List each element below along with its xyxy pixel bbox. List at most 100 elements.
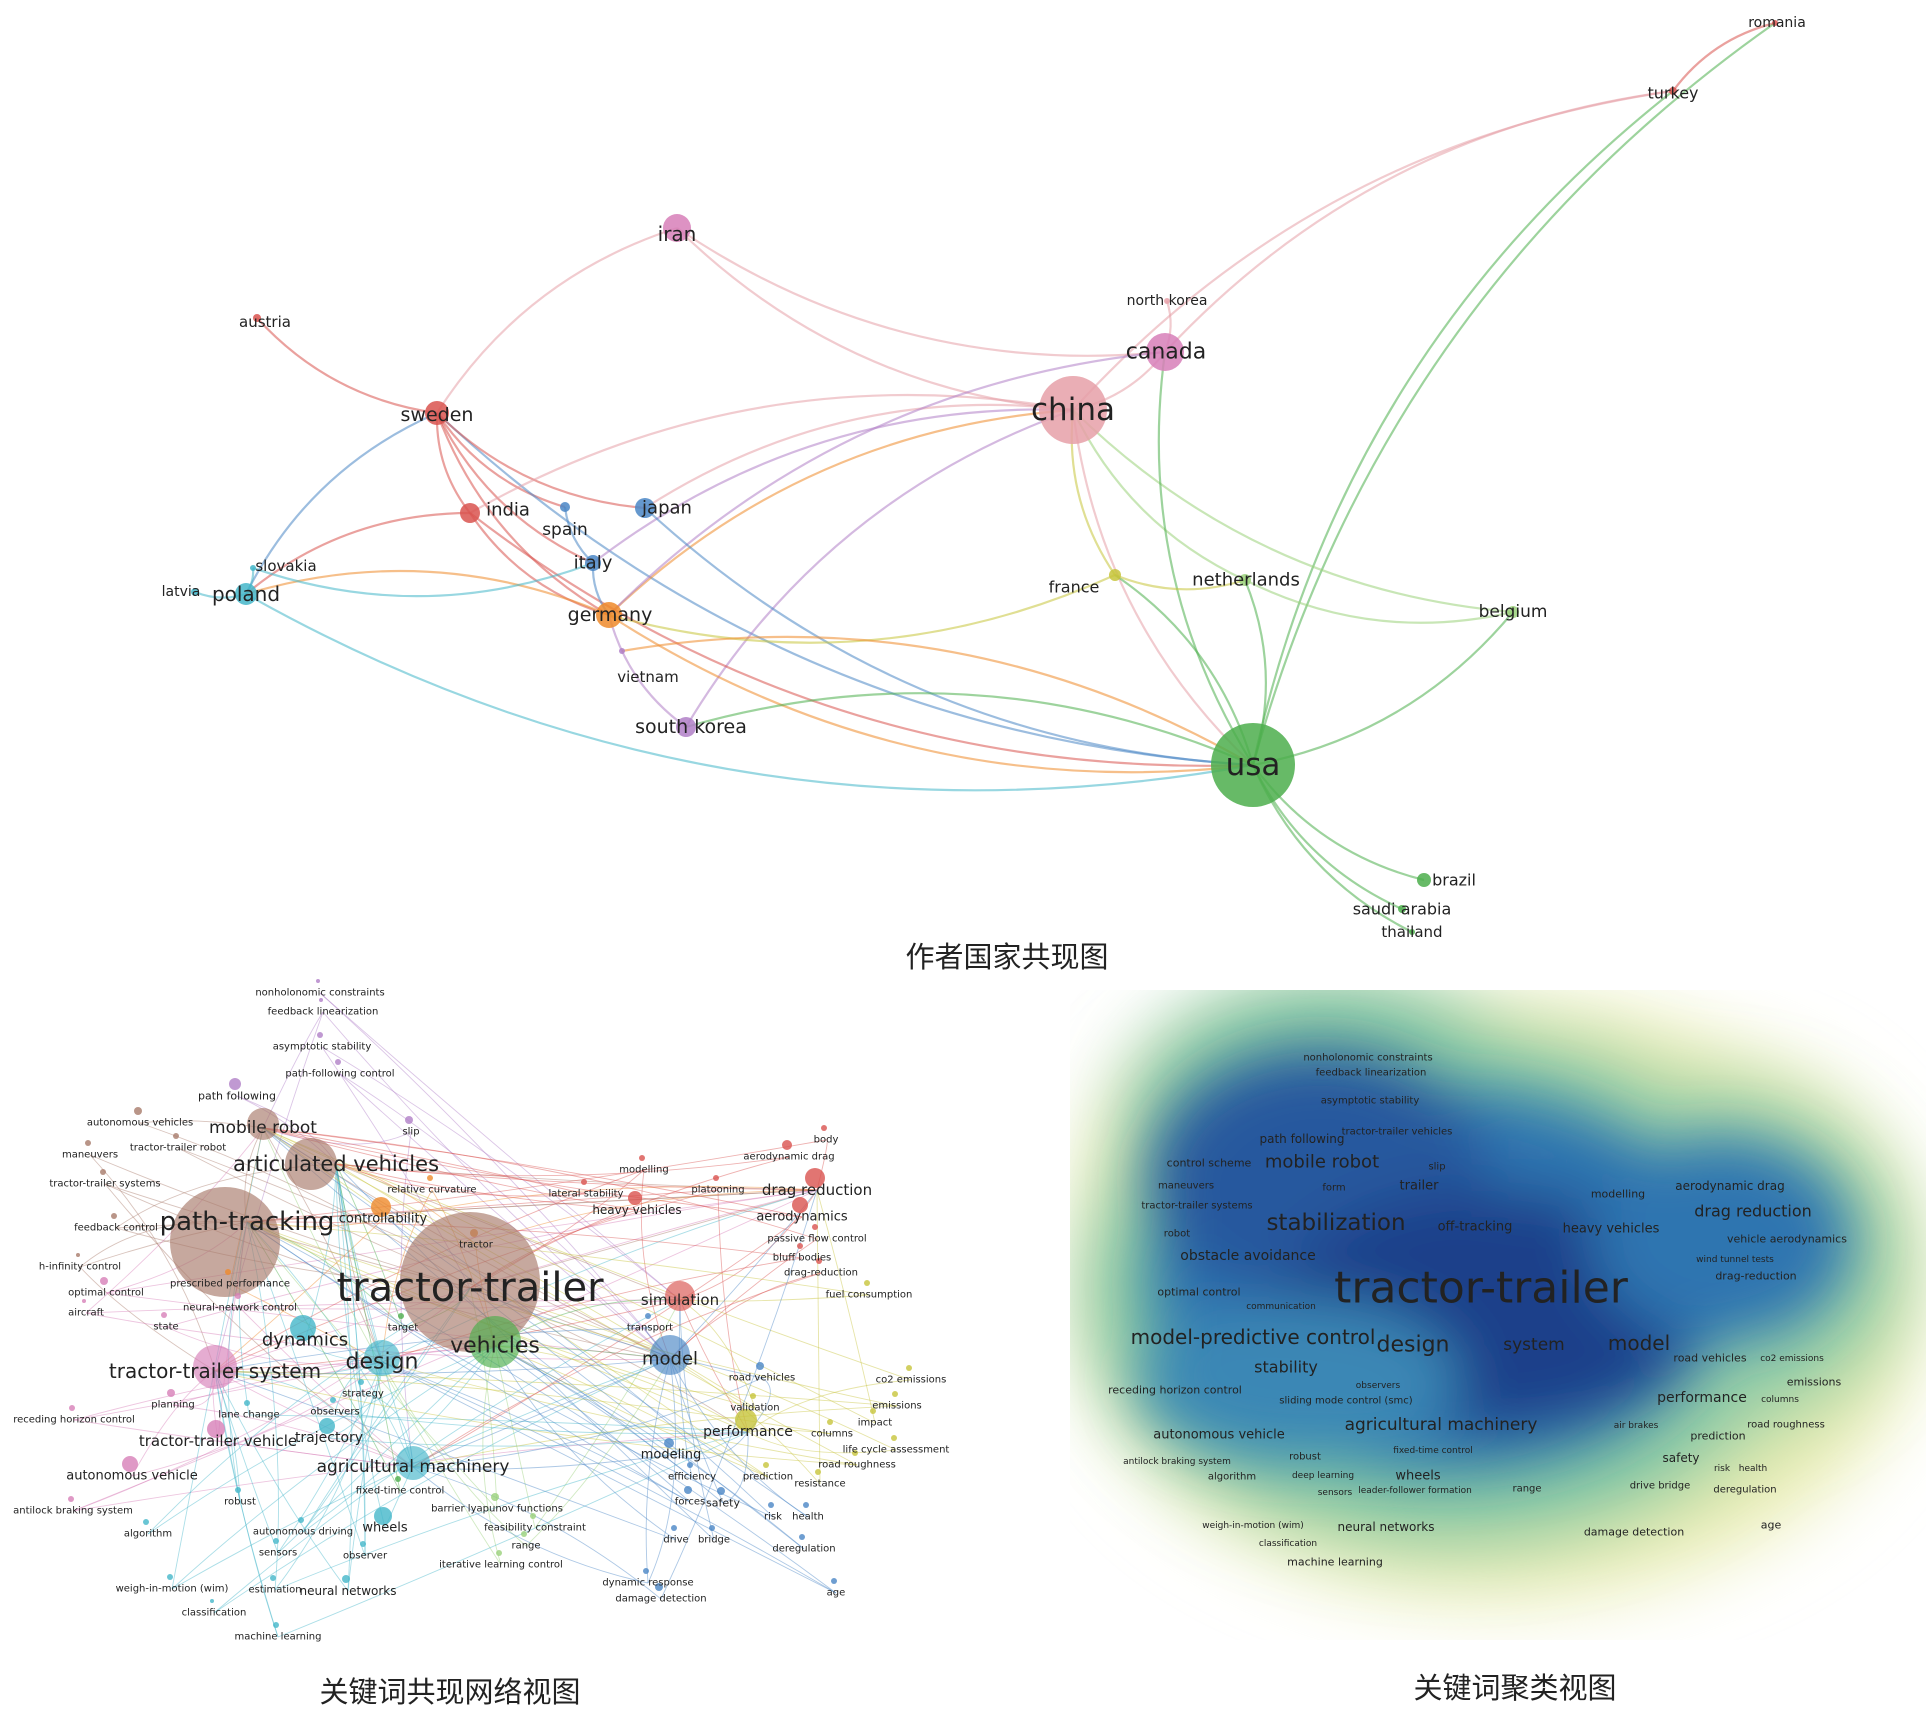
keyword-node-optimal-control[interactable]: [100, 1277, 108, 1285]
keyword-node-lateral-stability[interactable]: [581, 1179, 587, 1185]
keyword-node-slip[interactable]: [405, 1116, 413, 1124]
keyword-node-drag-reduction[interactable]: [805, 1168, 825, 1188]
keyword-node-dynamic-response[interactable]: [643, 1568, 649, 1574]
keyword-node-path-following[interactable]: [229, 1078, 241, 1090]
keyword-node-aerodynamic-drag[interactable]: [782, 1140, 792, 1150]
country-node-turkey[interactable]: [1669, 87, 1677, 95]
country-node-france[interactable]: [1109, 569, 1121, 581]
keyword-node-damage-detection[interactable]: [655, 1583, 663, 1591]
keyword-node-tractor-trailer-system[interactable]: [193, 1345, 237, 1389]
country-node-italy[interactable]: [585, 555, 601, 571]
keyword-node-health[interactable]: [803, 1502, 809, 1508]
keyword-node-weigh-in-motion-wim[interactable]: [167, 1574, 173, 1580]
keyword-node-feedback-control[interactable]: [111, 1213, 117, 1219]
keyword-node-performance[interactable]: [735, 1409, 757, 1431]
keyword-node-drive[interactable]: [671, 1525, 677, 1531]
country-node-vietnam[interactable]: [619, 648, 625, 654]
keyword-node-safety[interactable]: [717, 1487, 725, 1495]
keyword-node-tractor-trailer-robot[interactable]: [173, 1133, 179, 1139]
country-node-canada[interactable]: [1146, 333, 1184, 371]
keyword-node-range[interactable]: [521, 1531, 527, 1537]
keyword-node-algorithm[interactable]: [143, 1519, 149, 1525]
keyword-node-path-following-control[interactable]: [335, 1059, 341, 1065]
keyword-node-tractor-trailer[interactable]: [400, 1212, 540, 1352]
keyword-node-antilock-braking-system[interactable]: [68, 1496, 74, 1502]
keyword-node-simulation[interactable]: [665, 1281, 695, 1311]
country-node-japan[interactable]: [635, 498, 655, 518]
keyword-node-modelling[interactable]: [639, 1155, 645, 1161]
keyword-node-feedback-linearization[interactable]: [319, 998, 323, 1002]
keyword-node-validation[interactable]: [750, 1393, 756, 1399]
keyword-node-co2-emissions[interactable]: [906, 1365, 912, 1371]
country-node-austria[interactable]: [253, 314, 261, 322]
keyword-node-machine-learning[interactable]: [273, 1622, 279, 1628]
keyword-node-observers[interactable]: [330, 1397, 336, 1403]
keyword-node-modeling[interactable]: [664, 1438, 674, 1448]
keyword-node-deregulation[interactable]: [799, 1534, 805, 1540]
keyword-node-road-roughness[interactable]: [852, 1450, 858, 1456]
keyword-node-platooning[interactable]: [713, 1175, 719, 1181]
country-node-slovakia[interactable]: [250, 565, 256, 571]
country-node-north-korea[interactable]: [1164, 298, 1170, 304]
keyword-node-autonomous-driving[interactable]: [298, 1517, 304, 1523]
keyword-node-agricultural-machinery[interactable]: [396, 1446, 430, 1480]
keyword-node-path-tracking[interactable]: [170, 1187, 280, 1297]
country-node-china[interactable]: [1039, 376, 1107, 444]
country-node-belgium[interactable]: [1507, 606, 1519, 618]
keyword-node-asymptotic-stability[interactable]: [317, 1032, 323, 1038]
keyword-node-strategy[interactable]: [358, 1379, 364, 1385]
keyword-node-state[interactable]: [161, 1312, 167, 1318]
keyword-node-passive-flow-control[interactable]: [812, 1224, 818, 1230]
keyword-node-relative-curvature[interactable]: [427, 1175, 433, 1181]
keyword-node-bluff-bodies[interactable]: [797, 1243, 803, 1249]
keyword-node-barrier-lyapunov-functions[interactable]: [491, 1493, 499, 1501]
keyword-node-life-cycle-assessment[interactable]: [891, 1435, 897, 1441]
keyword-node-maneuvers[interactable]: [85, 1140, 91, 1146]
keyword-node-target[interactable]: [398, 1313, 404, 1319]
keyword-node-neural-network-control[interactable]: [235, 1293, 241, 1299]
country-node-usa[interactable]: [1211, 723, 1295, 807]
keyword-node-resistance[interactable]: [815, 1469, 821, 1475]
country-node-thailand[interactable]: [1409, 929, 1415, 935]
keyword-node-nonholonomic-constraints[interactable]: [316, 979, 320, 983]
country-node-south-korea[interactable]: [676, 717, 696, 737]
keyword-node-dynamics[interactable]: [290, 1315, 316, 1341]
country-node-romania[interactable]: [1772, 20, 1778, 26]
keyword-node-aircraft[interactable]: [82, 1299, 86, 1303]
keyword-node-fuel-consumption[interactable]: [864, 1280, 870, 1286]
keyword-node-impact[interactable]: [870, 1408, 876, 1414]
keyword-node-controllability[interactable]: [371, 1197, 391, 1217]
keyword-node-risk[interactable]: [768, 1502, 774, 1508]
keyword-node-efficiency[interactable]: [687, 1462, 693, 1468]
keyword-node-fixed-time-control[interactable]: [395, 1476, 401, 1482]
country-node-sweden[interactable]: [425, 401, 449, 425]
country-node-brazil[interactable]: [1417, 873, 1431, 887]
country-node-spain[interactable]: [560, 502, 570, 512]
country-node-germany[interactable]: [596, 602, 622, 628]
country-node-poland[interactable]: [235, 583, 257, 605]
keyword-node-autonomous-vehicles[interactable]: [134, 1107, 142, 1115]
keyword-node-classification[interactable]: [210, 1599, 214, 1603]
country-node-india[interactable]: [460, 503, 480, 523]
keyword-node-heavy-vehicles[interactable]: [628, 1191, 642, 1205]
keyword-node-neural-networks[interactable]: [342, 1575, 350, 1583]
keyword-node-articulated-vehicles[interactable]: [285, 1138, 337, 1190]
keyword-node-model[interactable]: [650, 1335, 690, 1375]
keyword-node-bridge[interactable]: [709, 1525, 715, 1531]
country-node-saudi-arabia[interactable]: [1398, 905, 1406, 913]
keyword-node-transport[interactable]: [645, 1313, 651, 1319]
keyword-node-forces[interactable]: [684, 1486, 692, 1494]
keyword-node-autonomous-vehicle[interactable]: [122, 1456, 138, 1472]
keyword-node-age[interactable]: [831, 1578, 837, 1584]
keyword-node-prescribed-performance[interactable]: [225, 1269, 231, 1275]
keyword-node-sensors[interactable]: [273, 1538, 279, 1544]
keyword-node-h-infinity-control[interactable]: [76, 1253, 80, 1257]
country-node-latvia[interactable]: [191, 588, 199, 596]
keyword-node-body[interactable]: [821, 1125, 827, 1131]
keyword-node-robust[interactable]: [235, 1487, 241, 1493]
keyword-node-feasibility-constraint[interactable]: [530, 1513, 536, 1519]
keyword-node-emissions[interactable]: [892, 1391, 898, 1397]
keyword-node-observer[interactable]: [360, 1541, 366, 1547]
keyword-node-tractor-trailer-vehicle[interactable]: [207, 1420, 225, 1438]
keyword-node-prediction[interactable]: [763, 1462, 769, 1468]
